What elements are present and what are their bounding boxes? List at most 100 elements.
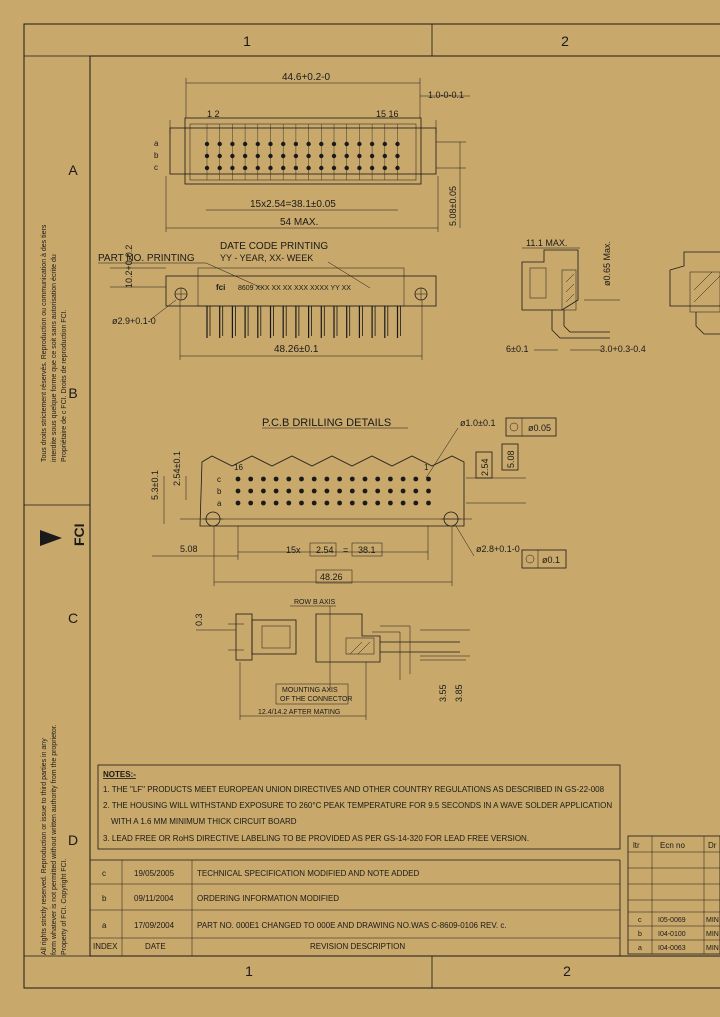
svg-text:1: 1: [424, 463, 429, 472]
pcb-hole: [400, 476, 406, 482]
rev-row-a-date: 17/09/2004: [134, 921, 175, 930]
zone-label-d: D: [68, 832, 78, 848]
pcb-hole: [286, 476, 292, 482]
pcb-hole: [337, 488, 342, 494]
pcb-hole: [362, 500, 368, 506]
pcb-hole: [248, 500, 254, 506]
pcb-hole: [324, 500, 330, 506]
svg-text:ø0.1: ø0.1: [542, 555, 560, 565]
svg-text:MIN: MIN: [706, 931, 719, 938]
svg-text:All rights strictly reserved.: All rights strictly reserved. Reproducti…: [41, 738, 48, 955]
note-3: 3. LEAD FREE OR RoHS DIRECTIVE LABELING …: [103, 834, 529, 843]
pcb-hole: [337, 476, 342, 482]
svg-text:15 16: 15 16: [376, 109, 399, 119]
pcb-hole: [324, 476, 330, 482]
svg-text:ø2.8+0.1-0: ø2.8+0.1-0: [476, 544, 520, 554]
inner-border: [89, 55, 720, 957]
svg-text:c: c: [217, 475, 221, 484]
pcb-hole: [261, 476, 266, 482]
svg-text:ø0.65 Max.: ø0.65 Max.: [602, 241, 612, 286]
pcb-hole: [349, 476, 355, 482]
svg-text:FCI: FCI: [71, 523, 87, 546]
pcb-hole: [273, 500, 279, 506]
pcb-hole: [248, 476, 254, 482]
fci-logo-mark: [40, 530, 62, 546]
svg-text:3.0+0.3-0.4: 3.0+0.3-0.4: [600, 344, 646, 354]
rev-row-a-index: a: [102, 921, 107, 930]
svg-text:5.3±0.1: 5.3±0.1: [150, 470, 160, 500]
pcb-hole: [413, 488, 419, 494]
svg-text:ø2.9+0.1-0: ø2.9+0.1-0: [112, 316, 156, 326]
zone-label-a: A: [68, 162, 78, 178]
pcb-hole: [388, 476, 393, 482]
notes-heading: NOTES:-: [103, 770, 136, 779]
svg-text:a: a: [154, 139, 159, 148]
rev-row-b-desc: ORDERING INFORMATION MODIFIED: [197, 894, 339, 903]
svg-text:DATE CODE PRINTING: DATE CODE PRINTING: [220, 241, 328, 252]
svg-text:P.C.B DRILLING DETAILS: P.C.B DRILLING DETAILS: [262, 417, 391, 429]
svg-text:38.1: 38.1: [358, 545, 376, 555]
pcb-hole: [362, 476, 368, 482]
svg-text:11.1 MAX.: 11.1 MAX.: [526, 238, 567, 248]
svg-text:Tous droits strictement réserv: Tous droits strictement réservés. Reprod…: [41, 224, 48, 462]
zone-label-c: C: [68, 610, 78, 626]
pcb-hole: [388, 488, 393, 494]
outer-border: [23, 23, 720, 989]
svg-text:3.85: 3.85: [454, 684, 464, 702]
svg-text:ø0.05: ø0.05: [528, 423, 551, 433]
pcb-hole: [299, 500, 304, 506]
svg-text:5.08: 5.08: [180, 544, 198, 554]
front-view: PART NO. PRINTING DATE CODE PRINTING YY …: [98, 241, 437, 360]
zone-label-top-2: 2: [561, 33, 569, 49]
pcb-hole: [299, 488, 304, 494]
pcb-hole: [375, 500, 381, 506]
pcb-hole: [311, 488, 317, 494]
svg-text:3.55: 3.55: [438, 684, 448, 702]
svg-text:MOUNTING AXIS: MOUNTING AXIS: [282, 687, 338, 694]
svg-text:a: a: [217, 499, 222, 508]
revision-table: c 19/05/2005 TECHNICAL SPECIFICATION MOD…: [90, 859, 621, 956]
svg-text:c: c: [154, 163, 158, 172]
svg-text:Property of FCI. Copyright FCI: Property of FCI. Copyright FCI.: [61, 858, 68, 955]
rev-row-a-desc: PART NO. 000E1 CHANGED TO 000E AND DRAWI…: [197, 921, 507, 930]
svg-text:I04-0100: I04-0100: [658, 931, 686, 938]
svg-text:16: 16: [234, 463, 243, 472]
svg-text:b: b: [638, 931, 642, 938]
pcb-hole: [235, 476, 241, 482]
svg-text:b: b: [154, 151, 159, 160]
mating-view: ROW B AXIS 0.3 MOUNTING AXIS OF THE CONN…: [194, 599, 470, 720]
pcb-drilling-view: P.C.B DRILLING DETAILS c b a 16 1 5.3±0.…: [150, 417, 567, 586]
pcb-hole: [273, 476, 279, 482]
pcb-hole: [362, 488, 368, 494]
note-1: 1. THE "LF" PRODUCTS MEET EUROPEAN UNION…: [103, 785, 605, 794]
svg-text:I04-0063: I04-0063: [658, 945, 686, 952]
svg-text:ø1.0±0.1: ø1.0±0.1: [460, 418, 495, 428]
svg-text:2.54: 2.54: [480, 458, 490, 476]
pcb-hole: [413, 476, 419, 482]
note-2: 2. THE HOUSING WILL WITHSTAND EXPOSURE T…: [103, 801, 612, 810]
pcb-hole: [400, 488, 406, 494]
side-view: 11.1 MAX. ø0.65 Max. 6±0.1 3.0+0.3-0.4: [506, 238, 720, 354]
pcb-hole: [426, 488, 431, 494]
svg-text:YY - YEAR, XX- WEEK: YY - YEAR, XX- WEEK: [220, 253, 313, 263]
svg-text:0.3: 0.3: [194, 613, 204, 626]
pcb-hole: [413, 500, 419, 506]
pcb-hole: [311, 500, 317, 506]
rev-row-c-index: c: [102, 869, 106, 878]
pcb-hole: [388, 500, 393, 506]
rev-header-index: INDEX: [93, 942, 118, 951]
svg-text:5.08±0.05: 5.08±0.05: [448, 186, 458, 226]
pcb-hole: [261, 500, 266, 506]
svg-text:48.26±0.1: 48.26±0.1: [274, 344, 319, 355]
pcb-hole: [311, 476, 317, 482]
pcb-hole: [235, 500, 241, 506]
fci-mini-mark: fci: [216, 283, 225, 292]
svg-text:5.08: 5.08: [506, 450, 516, 468]
svg-text:2.54: 2.54: [316, 545, 334, 555]
svg-text:b: b: [217, 487, 222, 496]
zone-label-bottom-1: 1: [245, 963, 253, 979]
pcb-hole: [299, 476, 304, 482]
svg-text:8609 XXX XX XX XXX XXXX YY XX: 8609 XXX XX XX XXX XXXX YY XX: [238, 285, 351, 292]
zone-label-top-1: 1: [243, 33, 251, 49]
